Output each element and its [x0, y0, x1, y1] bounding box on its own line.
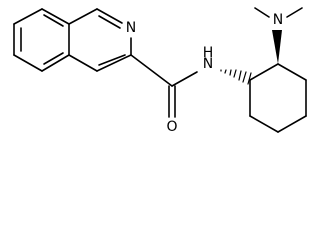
double-bond-inner: [98, 54, 126, 66]
pyridine-ring: [68, 8, 132, 72]
methyl-bond: [254, 7, 270, 18]
bold-wedge-bond: [272, 30, 282, 64]
carboxamide-group: [130, 54, 198, 118]
bond: [249, 63, 279, 81]
hash-line: [242, 71, 247, 83]
benzo-ring: [13, 8, 70, 72]
hash-line: [224, 69, 227, 74]
dimethylamino-group: [254, 7, 303, 18]
bond: [249, 115, 279, 133]
hash-line: [247, 72, 252, 85]
bond: [41, 8, 70, 25]
double-bond-inner: [43, 52, 64, 65]
structure-diagram: N O N H: [13, 7, 307, 135]
bond: [41, 54, 70, 72]
hash-line: [229, 69, 232, 76]
amide-nitrogen-label: N: [203, 56, 213, 72]
carbonyl-oxygen-label: O: [166, 119, 177, 135]
hashed-wedge-bond: [220, 69, 252, 85]
bond: [277, 63, 307, 81]
bond: [13, 8, 43, 25]
methyl-bond: [286, 7, 303, 18]
bond: [68, 8, 98, 25]
double-bond-inner: [43, 14, 64, 27]
amine-nitrogen-label: N: [273, 12, 283, 28]
hash-line: [238, 70, 242, 81]
double-bond-inner: [98, 15, 121, 29]
molecule-canvas: N O N H: [13, 7, 307, 135]
bond: [130, 54, 173, 87]
bond: [96, 8, 123, 24]
cyclohexane-ring: [249, 63, 307, 133]
bond: [13, 54, 43, 72]
bond: [277, 115, 307, 133]
hash-line: [233, 69, 237, 78]
bond: [96, 54, 132, 72]
ring-nitrogen-label: N: [126, 20, 136, 36]
bond: [171, 71, 198, 87]
amide-hydrogen-label: H: [203, 45, 214, 61]
bond: [68, 54, 98, 72]
